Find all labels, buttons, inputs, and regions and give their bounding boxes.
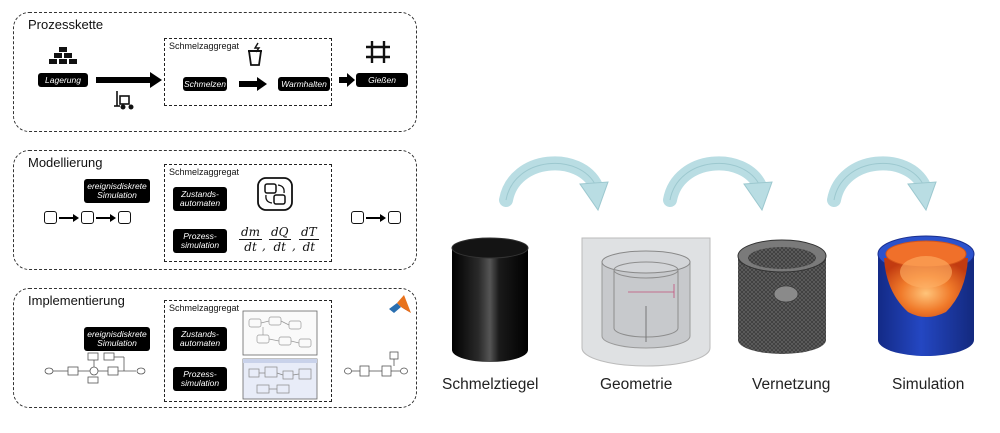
- eq-num: dQ: [269, 225, 291, 240]
- panel-prozesskette: Prozesskette Lagerung Schmelzaggregat Sc…: [13, 12, 417, 132]
- eq-den: dt: [273, 240, 287, 254]
- caption-geometrie: Geometrie: [600, 376, 673, 393]
- panel-title: Modellierung: [28, 155, 103, 170]
- caption-simulation: Simulation: [892, 376, 965, 393]
- simulink-screenshot: [242, 358, 318, 400]
- panel-implementierung: Implementierung ereignisdiskrete Simulat…: [13, 288, 417, 408]
- arrow-right-icon: [59, 214, 79, 222]
- arrow-right-icon: [96, 214, 116, 222]
- ereignis-label: ereignisdiskrete Simulation: [84, 179, 150, 203]
- zustand-label: Zustands-automaten: [173, 327, 227, 351]
- ereignis-label: ereignisdiskrete Simulation: [84, 327, 150, 351]
- eq-num: dm: [239, 225, 263, 240]
- curved-arrow-icon: [499, 156, 609, 212]
- forklift-icon: [114, 91, 134, 110]
- crucible-image: [451, 237, 529, 362]
- casting-icon: [366, 41, 390, 63]
- state-box: [81, 211, 94, 224]
- schmelzaggregat-box: Schmelzaggregat Zustands-automaten Proze…: [164, 300, 332, 402]
- sub-title: Schmelzaggregat: [169, 41, 240, 51]
- warmhalten-label: Warmhalten: [278, 77, 330, 91]
- giessen-label: Gießen: [356, 73, 408, 87]
- prozess-label: Prozess-simulation: [173, 367, 227, 391]
- arrow-right-icon: [366, 214, 386, 222]
- simulink-diagram-left: [44, 352, 146, 384]
- sub-title: Schmelzaggregat: [169, 167, 240, 177]
- state-box: [118, 211, 131, 224]
- prozess-label: Prozess-simulation: [173, 229, 227, 253]
- simulation-image: [877, 235, 975, 356]
- curved-arrow-icon: [827, 156, 937, 212]
- panel-title: Prozesskette: [28, 17, 104, 32]
- equation-dq: dQ dt: [269, 225, 291, 254]
- equation-dm: dm dt: [239, 225, 263, 254]
- sub-title: Schmelzaggregat: [169, 303, 240, 313]
- state-box: [351, 211, 364, 224]
- eq-comma: ,: [292, 239, 296, 253]
- stateflow-screenshot: [242, 310, 318, 356]
- state-box: [388, 211, 401, 224]
- arrow-right-icon: [339, 73, 355, 87]
- simulink-diagram-right: [344, 351, 408, 377]
- schmelzaggregat-box: Schmelzaggregat Zustands-automaten Proze…: [164, 164, 332, 262]
- gold-bars-icon: [49, 47, 77, 64]
- lagerung-label: Lagerung: [38, 73, 88, 87]
- panel-modellierung: Modellierung ereignisdiskrete Simulation…: [13, 150, 417, 270]
- arrow-right-icon: [239, 77, 267, 91]
- eq-den: dt: [302, 240, 316, 254]
- arrow-right-icon: [96, 72, 162, 88]
- schmelzaggregat-box: Schmelzaggregat Schmelzen Warmhalten: [164, 38, 332, 106]
- caption-schmelztiegel: Schmelztiegel: [442, 376, 539, 393]
- state-box: [44, 211, 57, 224]
- schmelzen-label: Schmelzen: [183, 77, 227, 91]
- eq-num: dT: [299, 225, 319, 240]
- eq-den: dt: [244, 240, 257, 254]
- geometry-image: [581, 237, 711, 367]
- state-machine-icon: [257, 177, 293, 211]
- mesh-image: [737, 239, 827, 354]
- curved-arrow-icon: [663, 156, 773, 212]
- crucible-icon: [247, 42, 263, 66]
- equation-dt: dT dt: [299, 225, 319, 254]
- zustand-label: Zustands-automaten: [173, 187, 227, 211]
- caption-vernetzung: Vernetzung: [752, 376, 831, 393]
- matlab-logo-icon: [389, 295, 411, 313]
- panel-title: Implementierung: [28, 293, 125, 308]
- eq-comma: ,: [262, 239, 266, 253]
